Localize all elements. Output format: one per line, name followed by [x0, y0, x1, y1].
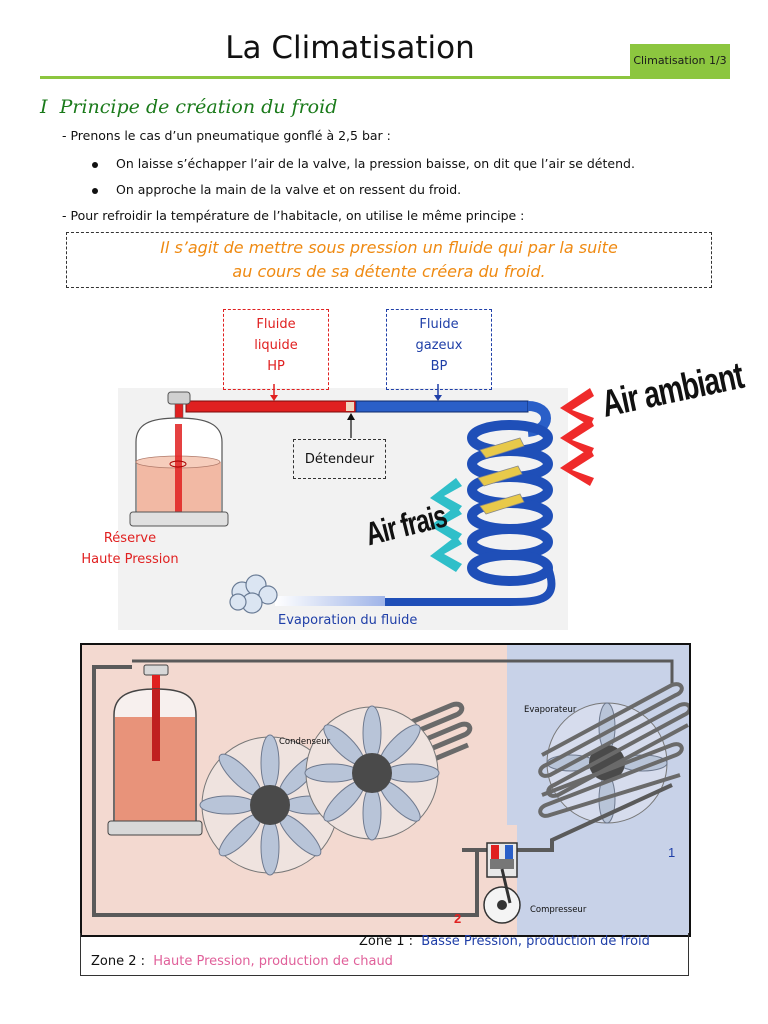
reserve-label-line-1: Réserve	[103, 531, 157, 546]
evaporation-jet	[275, 596, 385, 606]
key-statement-box: Il s’agit de mettre sous pression un flu…	[66, 232, 712, 288]
intro-line: - Prenons le cas d’un pneumatique gonflé…	[62, 128, 391, 143]
page-badge: Climatisation 1/3	[630, 44, 730, 76]
gas-label-line-2: gazeux	[415, 338, 463, 353]
evaporator-label: Evaporateur	[524, 705, 577, 715]
section-number: I	[40, 96, 48, 118]
ac-circuit-diagram: Condenseur Evaporateur Compresseur 1 2	[80, 643, 691, 937]
liquid-hp-label: Fluide liquide HP	[223, 309, 329, 390]
zone-1-description: Basse Pression, production de froid	[421, 934, 650, 949]
bullet-item-2: On approche la main de la valve et on re…	[92, 182, 461, 197]
principle-line: - Pour refroidir la température de l’hab…	[62, 208, 525, 223]
page-title: La Climatisation	[225, 30, 475, 66]
zone-2-prefix: Zone 2 :	[91, 954, 146, 969]
return-pipe	[92, 665, 492, 917]
gas-label-line-3: BP	[430, 359, 448, 374]
condenser-label: Condenseur	[279, 737, 331, 747]
ambient-air-arrows	[560, 388, 594, 486]
title-divider	[40, 76, 730, 79]
zone-1-marker: 1	[668, 845, 676, 860]
evaporator-coil-drawing	[538, 682, 689, 818]
zone-legend: Zone 1 : Basse Pression, production de f…	[80, 933, 689, 976]
compressor-drawing	[462, 783, 673, 924]
refrigeration-principle-diagram	[118, 384, 594, 630]
gas-bp-label: Fluide gazeux BP	[386, 309, 492, 390]
key-statement: Il s’agit de mettre sous pression un flu…	[67, 233, 711, 284]
section-title: Principe de création du froid	[59, 96, 338, 118]
top-pipe	[132, 659, 674, 685]
bullet-dot	[92, 187, 98, 194]
heat-transfer-arrows	[477, 437, 525, 515]
evaporation-label: Evaporation du fluide	[278, 613, 418, 628]
condenser-fan-left	[199, 734, 341, 876]
liquid-label-line-3: HP	[267, 359, 285, 374]
low-pressure-pipe	[355, 400, 529, 413]
high-pressure-reservoir	[129, 391, 229, 527]
high-pressure-pipe	[185, 400, 357, 413]
condenser-fan-right	[304, 705, 440, 841]
zone-2-marker: 2	[454, 911, 462, 926]
evaporator-fan	[546, 702, 668, 824]
key-statement-line-2: au cours de sa détente créera du froid.	[232, 262, 546, 281]
gas-label-line-1: Fluide	[419, 317, 459, 332]
liquid-label-line-1: Fluide	[256, 317, 296, 332]
section-heading: I Principe de création du froid	[40, 96, 337, 118]
bullet-item-1: On laisse s’échapper l’air de la valve, …	[92, 156, 635, 171]
reserve-label-line-2: Haute Pression	[81, 552, 179, 567]
zone-1-legend: Zone 1 : Basse Pression, production de f…	[359, 934, 650, 949]
bullet-text-1: On laisse s’échapper l’air de la valve, …	[116, 156, 635, 171]
evaporation-cloud-icon	[229, 574, 278, 614]
bullet-text-2: On approche la main de la valve et on re…	[116, 182, 462, 197]
expander-valve	[346, 402, 354, 411]
outlet-pipe	[275, 566, 556, 606]
zone-2-description: Haute Pression, production de chaud	[153, 954, 393, 969]
zone-2-legend: Zone 2 : Haute Pression, production de c…	[91, 954, 393, 969]
liquid-label-line-2: liquide	[254, 338, 298, 353]
fresh-air-arrows	[430, 478, 462, 572]
compressor-label: Compresseur	[530, 905, 587, 915]
ac-circuit-drawing	[92, 645, 689, 935]
expander-label: Détendeur	[293, 439, 386, 479]
reservoir-bottle	[107, 664, 203, 836]
zone-1-prefix: Zone 1 :	[359, 934, 414, 949]
bullet-dot	[92, 161, 98, 168]
key-statement-line-1: Il s’agit de mettre sous pression un flu…	[160, 238, 618, 257]
reserve-label: Réserve Haute Pression	[60, 528, 200, 570]
